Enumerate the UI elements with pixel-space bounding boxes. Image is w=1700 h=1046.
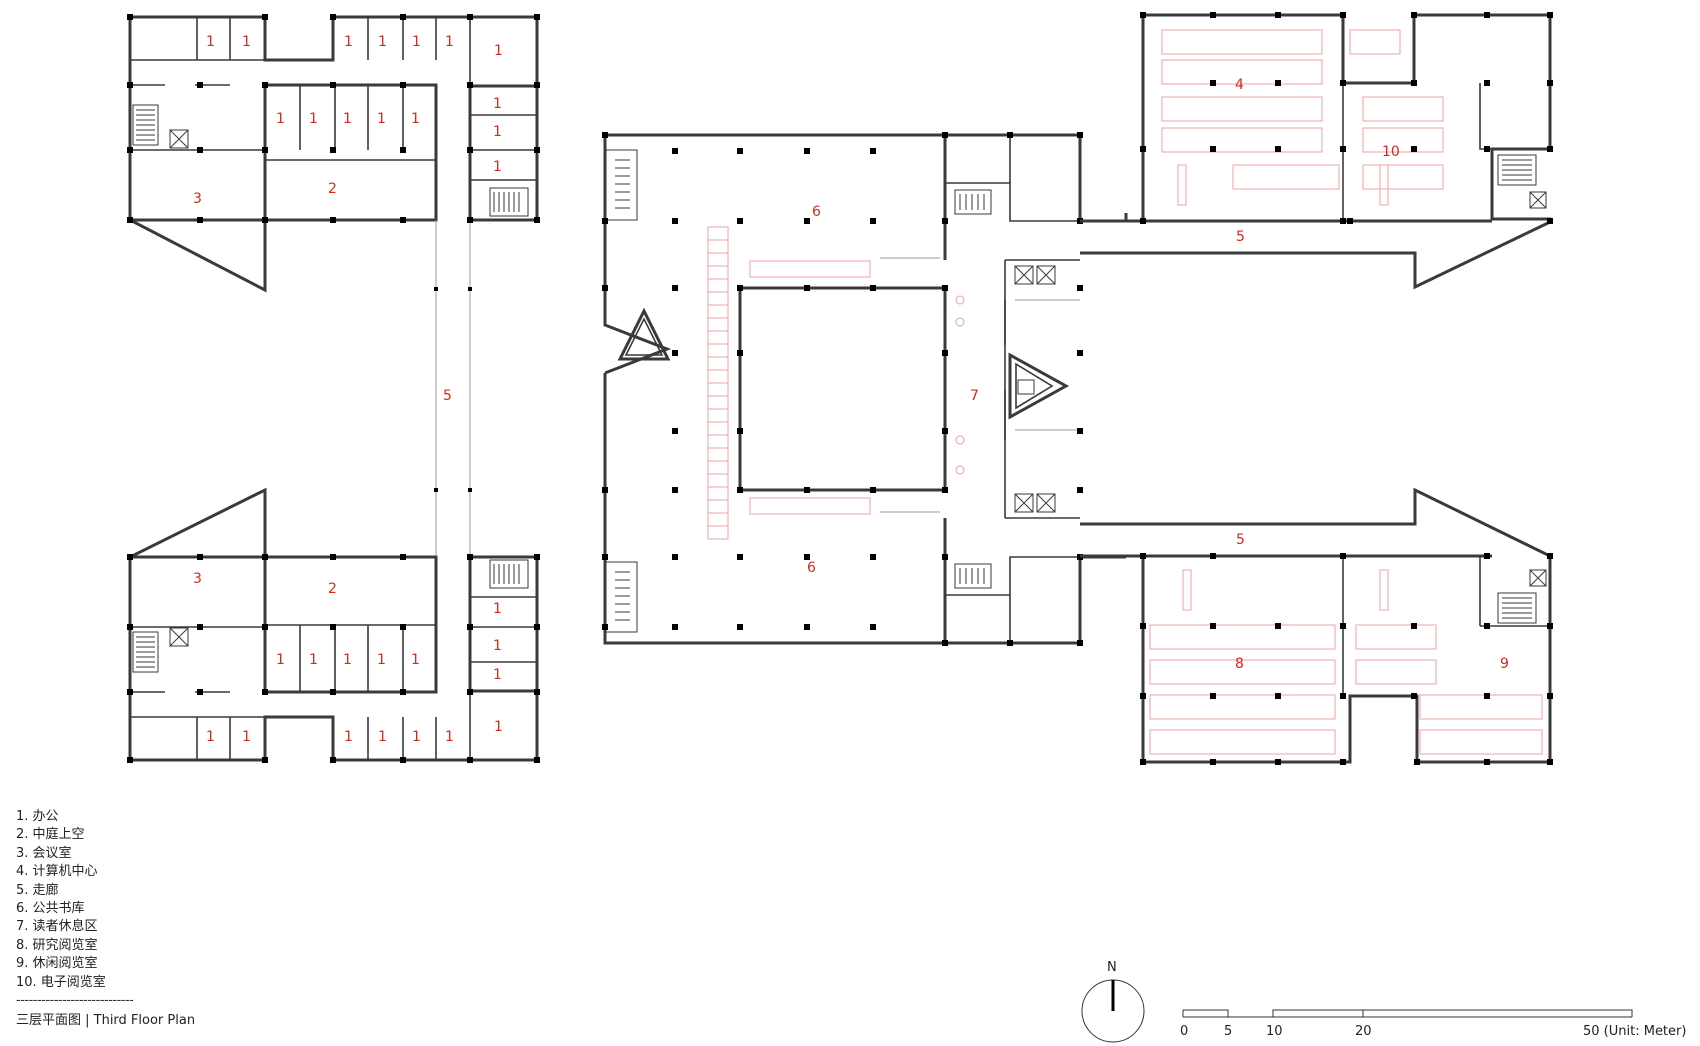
room-num: 1 — [445, 34, 454, 50]
room-num: 1 — [412, 729, 421, 745]
scale-tick-label: 10 — [1266, 1024, 1283, 1039]
room-num: 1 — [493, 667, 502, 683]
room-num: 7 — [970, 388, 979, 404]
central-block: 6 6 7 — [602, 132, 1128, 646]
legend-item: 5. 走廊 — [16, 882, 59, 898]
central-bookshelves — [707, 226, 965, 540]
legend-item: 2. 中庭上空 — [16, 827, 85, 843]
room-num: 4 — [1235, 77, 1244, 93]
room-num: 1 — [276, 111, 285, 127]
scale-tick-label: 0 — [1180, 1024, 1188, 1039]
legend-item: 3. 会议室 — [16, 845, 72, 861]
plan-title: 三层平面图 | Third Floor Plan — [16, 1013, 196, 1029]
room-num: 1 — [343, 652, 352, 668]
room-num: 1 — [343, 111, 352, 127]
room-num: 1 — [493, 159, 502, 175]
room-num: 1 — [493, 601, 502, 617]
west-south-stair — [132, 559, 529, 673]
room-num: 5 — [443, 388, 452, 404]
room-num: 8 — [1235, 656, 1244, 672]
room-num: 1 — [411, 111, 420, 127]
room-num: 2 — [328, 181, 337, 197]
north-arrow: N — [1081, 960, 1145, 1043]
room-num: 1 — [493, 124, 502, 140]
legend-item: 6. 公共书库 — [16, 901, 85, 917]
legend-separator: ---------------------------- — [16, 993, 134, 1009]
room-num: 6 — [807, 560, 816, 576]
room-num: 2 — [328, 581, 337, 597]
east-columns — [1140, 12, 1553, 765]
room-num: 1 — [378, 729, 387, 745]
room-num: 10 — [1382, 144, 1400, 160]
room-num: 1 — [309, 111, 318, 127]
scale-bar: 0 5 10 20 50 (Unit: Meter) — [1180, 1009, 1686, 1039]
room-num: 5 — [1236, 532, 1245, 548]
legend-item: 10. 电子阅览室 — [16, 974, 106, 990]
legend-item: 8. 研究阅览室 — [16, 937, 98, 953]
room-num: 1 — [494, 43, 503, 59]
north-label: N — [1107, 960, 1117, 975]
room-num: 1 — [377, 111, 386, 127]
legend-item: 7. 读者休息区 — [16, 919, 98, 935]
east-north-stair — [1497, 154, 1547, 209]
room-num: 1 — [242, 729, 251, 745]
room-num: 1 — [445, 729, 454, 745]
room-num: 3 — [193, 571, 202, 587]
west-north-stair — [132, 104, 529, 217]
room-num: 1 — [412, 34, 421, 50]
legend-item: 9. 休闲阅览室 — [16, 956, 98, 972]
reading-tables — [1149, 569, 1543, 755]
computer-desks — [1161, 29, 1444, 206]
east-south-stair — [1497, 569, 1547, 624]
room-num: 1 — [206, 34, 215, 50]
room-num: 1 — [344, 34, 353, 50]
central-columns — [602, 132, 1083, 646]
room-num: 1 — [493, 96, 502, 112]
room-num: 1 — [377, 652, 386, 668]
room-num: 1 — [344, 729, 353, 745]
room-num: 5 — [1236, 229, 1245, 245]
room-num: 3 — [193, 191, 202, 207]
central-stairs — [604, 149, 1056, 633]
room-num: 6 — [812, 204, 821, 220]
room-num: 1 — [276, 652, 285, 668]
scale-tick-label: 20 — [1355, 1024, 1372, 1039]
west-wing: 1 1 1 1 1 1 1 1 1 1 1 1 1 1 1 3 2 5 3 2 … — [127, 14, 540, 763]
room-num: 9 — [1500, 656, 1509, 672]
room-num: 1 — [493, 638, 502, 654]
east-wing: 4 10 5 5 8 9 — [1080, 12, 1553, 765]
room-num: 1 — [309, 652, 318, 668]
legend: 1. 办公 2. 中庭上空 3. 会议室 4. 计算机中心 5. 走廊 6. 公… — [16, 808, 195, 1031]
room-num: 1 — [411, 652, 420, 668]
room-num: 1 — [242, 34, 251, 50]
scale-end-label: 50 (Unit: Meter) — [1583, 1024, 1686, 1039]
west-columns — [127, 14, 540, 763]
room-num: 1 — [206, 729, 215, 745]
room-num: 1 — [378, 34, 387, 50]
room-num: 1 — [494, 719, 503, 735]
scale-tick-label: 5 — [1224, 1024, 1232, 1039]
legend-item: 4. 计算机中心 — [16, 864, 98, 880]
legend-item: 1. 办公 — [16, 809, 59, 824]
